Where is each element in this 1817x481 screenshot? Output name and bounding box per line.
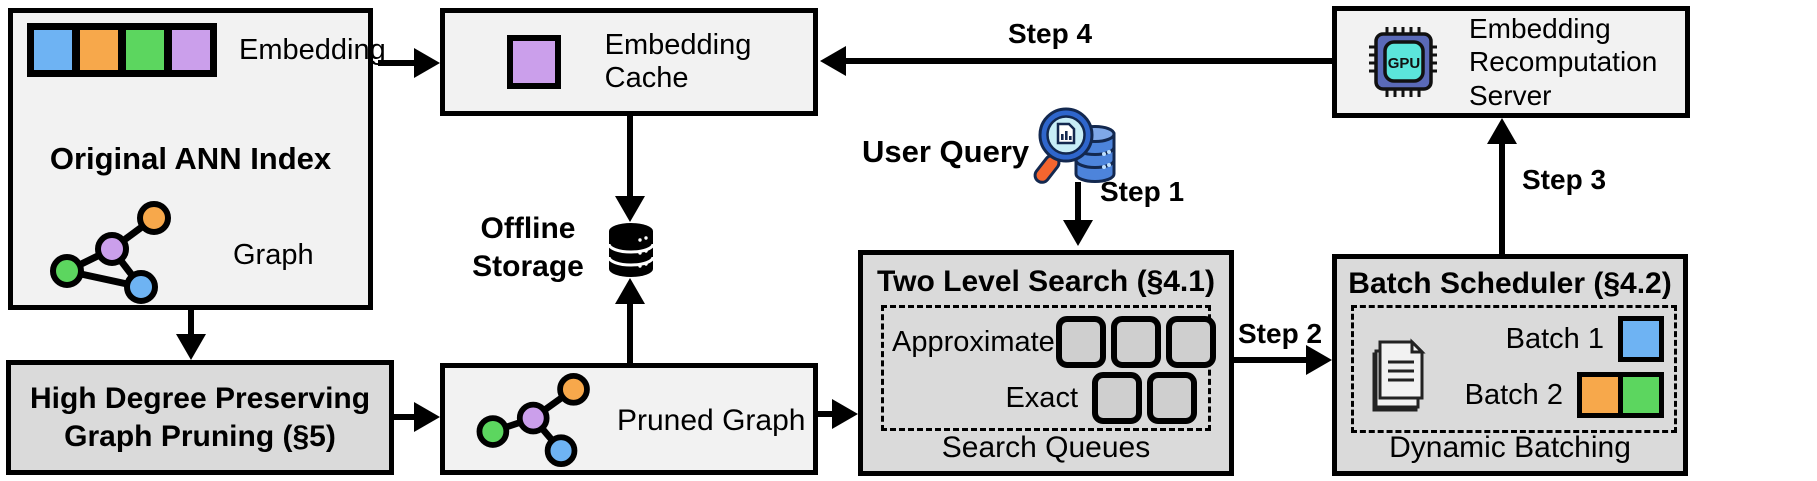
user-query-icon [1033,107,1116,184]
arrowhead [414,48,440,78]
arrowhead [1487,118,1517,144]
queue-slot [1147,372,1197,424]
graph-label: Graph [233,239,314,271]
embedding-cell-green [122,26,168,74]
original-ann-index-box: Embedding Original ANN Index Graph [8,8,386,310]
arrow-query-to-search [1075,182,1081,224]
graph-pruning-box: High Degree Preserving Graph Pruning (§5… [6,360,394,475]
original-graph-icon [50,201,171,304]
step4-label: Step 4 [1008,18,1093,49]
arrowhead [176,334,206,360]
batch2-embedding-orange [1582,377,1618,413]
graph-pruning-title: High Degree Preserving Graph Pruning (§5… [29,382,371,453]
two-level-search-box: Two Level Search (§4.1) Approximate Exac… [858,250,1234,476]
query-documents-icon [1372,338,1426,412]
embedding-cell-orange [76,26,122,74]
original-ann-index-title: Original ANN Index [49,141,332,176]
step1-label: Step 1 [1100,176,1185,207]
queue-slot [1092,372,1142,424]
step3-label: Step 3 [1522,164,1607,195]
dynamic-batching-panel: Batch 1 Batch 2 [1351,305,1677,433]
recomputation-server-box: GPU Embedding Recomputation Server [1332,6,1690,118]
arrowhead [615,278,645,304]
arrow-pruning-to-prunedgraph [394,414,418,420]
batch1-squares [1618,316,1664,362]
batch2-label: Batch 2 [1464,378,1563,411]
user-query-label: User Query [862,134,1030,169]
gpu-icon: GPU [1369,27,1437,97]
batch2-squares [1577,372,1664,418]
embedding-cell-purple [168,26,214,74]
arrow-index-to-pruning [188,310,194,338]
arrow-server-to-cache [844,58,1332,64]
approximate-queue-slots [1056,316,1216,368]
arrowhead [1063,220,1093,246]
arrow-index-to-cache [378,60,418,66]
embedding-vector-strip [27,23,217,77]
queue-slot [1111,316,1161,368]
arrow-prunedgraph-to-storage [627,302,633,363]
queue-slot [1166,316,1216,368]
arrow-cache-to-storage [627,116,633,198]
two-level-search-title: Two Level Search (§4.1) [877,265,1215,298]
batch2-embedding-green [1623,377,1659,413]
arrowhead [832,399,858,429]
arrow-search-to-scheduler [1234,357,1310,363]
embedding-cell-blue [30,26,76,74]
cached-embedding-icon [506,35,561,89]
svg-text:GPU: GPU [1388,55,1421,72]
arrowhead [820,46,846,76]
embedding-label: Embedding [239,33,386,66]
batch-scheduler-box: Batch Scheduler (§4.2) Batch 1 [1332,254,1688,476]
embedding-cache-box: Embedding Cache [440,8,818,116]
arrowhead [1306,345,1332,375]
batch-scheduler-title: Batch Scheduler (§4.2) [1348,267,1672,300]
queue-slot [1056,316,1106,368]
offline-storage-label: Offline Storage [472,212,584,283]
arrow-scheduler-to-server [1499,142,1505,254]
pruned-graph-label: Pruned Graph [617,404,806,437]
embedding-cache-label: Embedding Cache [604,28,752,94]
arrowhead [615,196,645,222]
pruned-graph-icon [476,372,590,468]
batch1-label: Batch 1 [1505,322,1604,355]
dynamic-batching-footer: Dynamic Batching [1389,431,1631,464]
search-queues-panel: Approximate Exact [881,305,1216,431]
pruned-graph-box: Pruned Graph [440,363,818,475]
batch1-embedding-blue [1623,321,1659,357]
search-queues-footer: Search Queues [941,431,1151,464]
recomputation-server-label: Embedding Recomputation Server [1469,13,1658,111]
arrow-prunedgraph-to-search [818,411,834,417]
approximate-queue-label: Approximate [892,325,1055,358]
step2-label: Step 2 [1238,318,1323,349]
offline-storage-database-icon [607,223,655,277]
exact-queue-label: Exact [1005,381,1078,414]
exact-queue-slots [1092,372,1197,424]
arrowhead [414,402,440,432]
